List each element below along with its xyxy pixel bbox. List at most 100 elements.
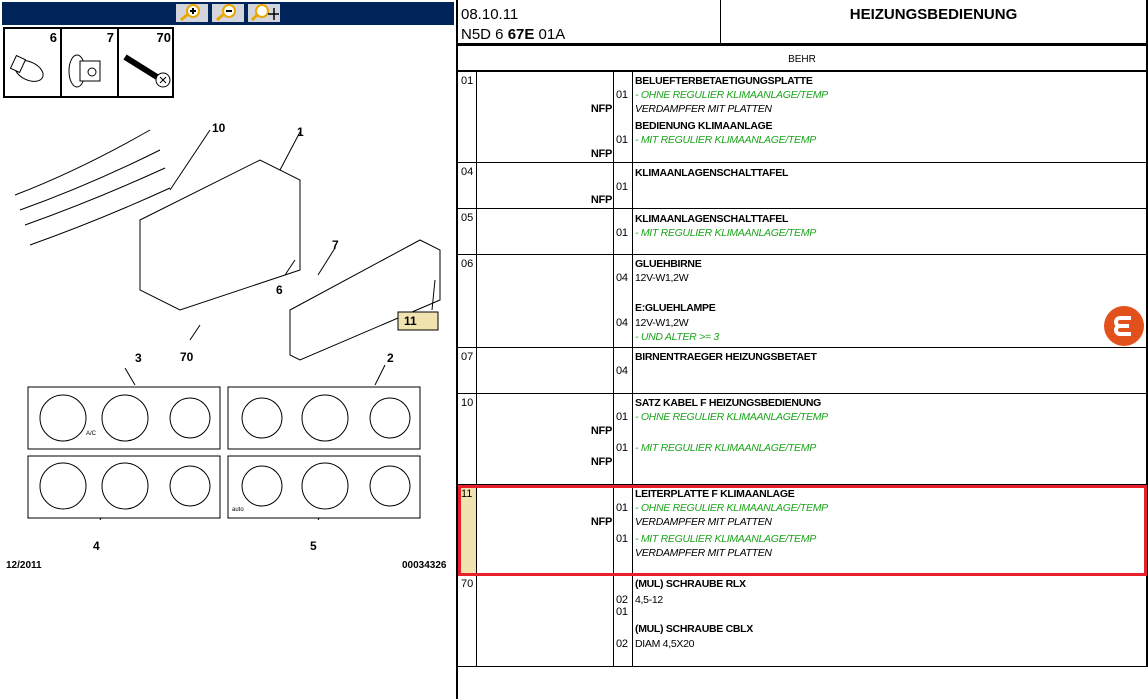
part-name: BIRNENTRAEGER HEIZUNGSBETAET: [635, 351, 817, 363]
panel-5: [227, 455, 421, 519]
row-line: 01: [458, 606, 1148, 620]
zoom-in-icon: [180, 4, 200, 22]
callout-70[interactable]: 70: [180, 350, 194, 364]
zoom-out-button[interactable]: [212, 4, 244, 22]
row-line: SATZ KABEL F HEIZUNGSBEDIENUNG: [458, 397, 1148, 411]
zoom-in-button[interactable]: [176, 4, 208, 22]
diagram-date: 12/2011: [6, 560, 42, 571]
row-line: (MUL) SCHRAUBE CBLX: [458, 623, 1148, 637]
thumbnail-ref: 70: [156, 30, 171, 45]
row-line: 04 12V-W1,2W: [458, 317, 1148, 331]
exploded-diagram: 10 1 7 6 11 70 3 2 4 5 A/C auto 12/2011 …: [0, 100, 454, 580]
row-ref-number: 10: [461, 397, 474, 409]
callout-1[interactable]: 1: [297, 125, 304, 139]
diagram-panel: 6 7 70 10 1 7 6 11 70 3 2 4 5 A/C auto 1: [0, 0, 454, 699]
quantity: 04: [616, 317, 628, 329]
row-line: (MUL) SCHRAUBE RLX: [458, 578, 1148, 592]
callout-5[interactable]: 5: [310, 539, 317, 553]
quantity: 01: [616, 134, 628, 146]
thumbnail-70[interactable]: 70: [119, 29, 174, 96]
part-name: BEDIENUNG KLIMAANLAGE: [635, 120, 773, 132]
code-bold: 67E: [507, 26, 535, 43]
part-name: BELUEFTERBETAETIGUNGSPLATTE: [635, 75, 813, 87]
part-description: - MIT REGULIER KLIMAANLAGE/TEMP: [635, 227, 816, 239]
auto-label: auto: [232, 507, 244, 513]
zoom-pan-icon: [250, 4, 279, 22]
parts-list-panel: 08.10.11 N5D 6 67E 01A HEIZUNGSBEDIENUNG…: [456, 0, 1148, 699]
quantity: 01: [616, 606, 628, 618]
highlight-callout-11: [397, 311, 439, 331]
part-thumbnails: 6 7 70: [3, 27, 174, 98]
part-description: DIAM 4,5X20: [635, 638, 695, 650]
row-line: GLUEHBIRNE: [458, 258, 1148, 272]
row-ref-number: 04: [461, 166, 474, 178]
thumbnail-7[interactable]: 7: [62, 29, 119, 96]
callout-2[interactable]: 2: [387, 351, 394, 365]
header-date: 08.10.11: [461, 6, 519, 23]
app-logo-icon[interactable]: [1104, 306, 1144, 346]
row-line: LEITERPLATTE F KLIMAANLAGE: [458, 488, 1148, 502]
cables-drawing: [14, 129, 171, 246]
part-name: (MUL) SCHRAUBE CBLX: [635, 623, 753, 635]
parts-header: 08.10.11 N5D 6 67E 01A HEIZUNGSBEDIENUNG: [458, 0, 1148, 46]
nfp-flag: NFP: [590, 425, 612, 437]
part-description: - MIT REGULIER KLIMAANLAGE/TEMP: [635, 442, 816, 454]
row-line: 01- MIT REGULIER KLIMAANLAGE/TEMP: [458, 533, 1148, 547]
header-code: N5D 6 67E 01A: [461, 26, 565, 43]
callout-6[interactable]: 6: [276, 283, 283, 297]
row-line: NFP: [458, 148, 1148, 162]
row-line: NFP: [458, 194, 1148, 208]
row-ref-number: 70: [461, 578, 474, 590]
part-name: (MUL) SCHRAUBE RLX: [635, 578, 746, 590]
part-name: GLUEHBIRNE: [635, 258, 702, 270]
code-prefix: N5D 6: [461, 26, 508, 43]
row-ref-number: 11: [461, 488, 473, 500]
callout-10[interactable]: 10: [212, 121, 226, 135]
row-line: 01 - MIT REGULIER KLIMAANLAGE/TEMP: [458, 227, 1148, 241]
nfp-flag: NFP: [590, 194, 612, 206]
row-line: 01- OHNE REGULIER KLIMAANLAGE/TEMP: [458, 411, 1148, 425]
zoom-toolbar: [2, 2, 454, 25]
thumbnail-6[interactable]: 6: [5, 29, 62, 96]
callout-7[interactable]: 7: [332, 238, 339, 252]
thumbnail-ref: 7: [106, 30, 114, 45]
callout-4[interactable]: 4: [93, 539, 100, 553]
part-name: KLIMAANLAGENSCHALTTAFEL: [635, 167, 789, 179]
part-description: 12V-W1,2W: [635, 272, 689, 284]
ac-label: A/C: [86, 431, 97, 437]
part-description: VERDAMPFER MIT PLATTEN: [635, 103, 772, 115]
nfp-flag: NFP: [590, 148, 612, 160]
nfp-flag: NFP: [590, 516, 612, 528]
circuit-board: [289, 239, 441, 361]
row-line: BIRNENTRAEGER HEIZUNGSBETAET: [458, 351, 1148, 365]
panel-2: [227, 386, 421, 450]
part-description: 12V-W1,2W: [635, 317, 689, 329]
zoom-pan-button[interactable]: [248, 4, 280, 22]
part-description: - OHNE REGULIER KLIMAANLAGE/TEMP: [635, 411, 828, 423]
quantity: 01: [616, 227, 628, 239]
quantity: 01: [616, 502, 628, 514]
part-description: 4,5-12: [635, 594, 663, 606]
row-ref-number: 01: [461, 75, 474, 87]
row-line: NFP VERDAMPFER MIT PLATTEN: [458, 516, 1148, 530]
part-description: - UND ALTER >= 3: [635, 331, 719, 343]
part-description: VERDAMPFER MIT PLATTEN: [635, 516, 772, 528]
callout-11[interactable]: 11: [404, 314, 417, 328]
panel-3: [27, 386, 221, 450]
callout-3[interactable]: 3: [135, 351, 142, 365]
row-ref-number: 06: [461, 258, 474, 270]
heater-control-drawing: [14, 129, 441, 521]
part-description: - MIT REGULIER KLIMAANLAGE/TEMP: [635, 134, 816, 146]
